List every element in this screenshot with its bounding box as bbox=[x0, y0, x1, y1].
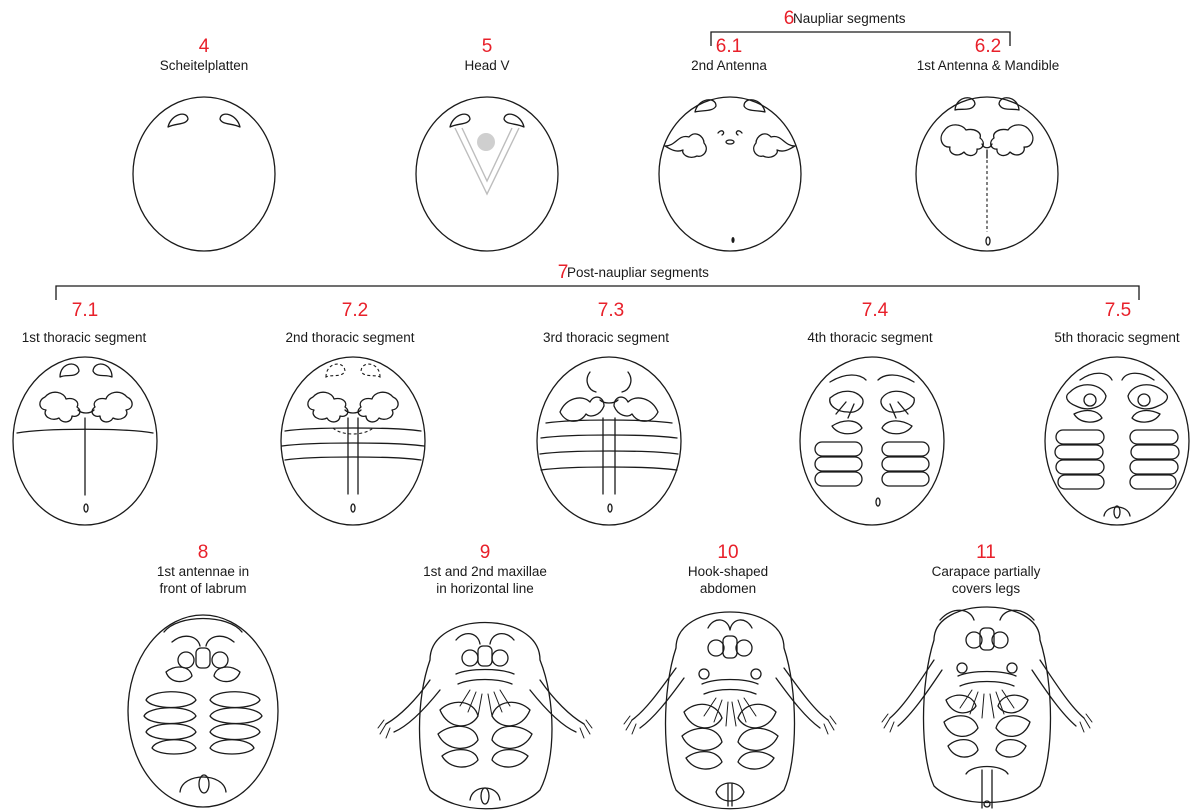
stage-4-number: 4 bbox=[199, 36, 210, 57]
stage-7-1-number: 7.1 bbox=[72, 300, 98, 321]
postnaupliar-bracket: 7 Post-naupliar segments bbox=[56, 262, 1139, 300]
postnaupliar-bracket-label: Post-naupliar segments bbox=[567, 265, 709, 280]
embryo-stage-10 bbox=[624, 612, 836, 809]
stage-5-label: Head V bbox=[464, 58, 509, 73]
stage-10-number: 10 bbox=[717, 542, 738, 563]
embryo-stage-6-1 bbox=[659, 97, 801, 251]
stage-6-1-label: 2nd Antenna bbox=[691, 58, 767, 73]
stage-7-5-number: 7.5 bbox=[1105, 300, 1131, 321]
embryo-stage-5 bbox=[416, 97, 558, 251]
stage-7-4-label: 4th thoracic segment bbox=[807, 330, 933, 345]
embryo-stage-7-2 bbox=[281, 357, 425, 525]
stage-7-1-label: 1st thoracic segment bbox=[22, 330, 147, 345]
stage-7-4-number: 7.4 bbox=[862, 300, 889, 321]
stage-11-label-line1: Carapace partially bbox=[932, 564, 1041, 579]
stage-labels: 4 Scheitelplatten 5 Head V 6.1 2nd Anten… bbox=[22, 36, 1180, 596]
stage-6-2-number: 6.2 bbox=[975, 36, 1001, 57]
embryo-stage-7-3 bbox=[537, 357, 681, 525]
stage-4-label: Scheitelplatten bbox=[160, 58, 249, 73]
stage-8-label-line2: front of labrum bbox=[159, 581, 246, 596]
stage-6-1-number: 6.1 bbox=[716, 36, 742, 57]
stage-5-number: 5 bbox=[482, 36, 493, 57]
embryo-stage-6-2 bbox=[916, 97, 1058, 251]
stage-8-label-line1: 1st antennae in bbox=[157, 564, 249, 579]
stage-7-3-number: 7.3 bbox=[598, 300, 624, 321]
stage-7-2-label: 2nd thoracic segment bbox=[285, 330, 414, 345]
stage-7-2-number: 7.2 bbox=[342, 300, 368, 321]
stage-9-label-line1: 1st and 2nd maxillae bbox=[423, 564, 547, 579]
embryo-stage-8 bbox=[128, 615, 278, 807]
head-v-dot bbox=[477, 133, 495, 151]
stage-10-label-line2: abdomen bbox=[700, 581, 756, 596]
embryo-stage-9 bbox=[378, 623, 592, 809]
stage-11-label-line2: covers legs bbox=[952, 581, 1021, 596]
stage-8-number: 8 bbox=[198, 542, 209, 563]
embryo-stage-7-1 bbox=[13, 357, 157, 525]
stage-11-number: 11 bbox=[976, 542, 996, 563]
naupliar-bracket: 6 Naupliar segments bbox=[711, 8, 1010, 46]
naupliar-bracket-label: Naupliar segments bbox=[793, 11, 906, 26]
stage-9-number: 9 bbox=[480, 542, 491, 563]
embryo-stage-7-4 bbox=[800, 357, 944, 525]
stage-9-label-line2: in horizontal line bbox=[436, 581, 534, 596]
embryo-stage-11 bbox=[882, 607, 1092, 808]
stage-6-2-label: 1st Antenna & Mandible bbox=[917, 58, 1060, 73]
stage-7-5-label: 5th thoracic segment bbox=[1054, 330, 1180, 345]
embryo-stage-7-5 bbox=[1045, 357, 1189, 525]
stage-7-3-label: 3rd thoracic segment bbox=[543, 330, 669, 345]
stage-10-label-line1: Hook-shaped bbox=[688, 564, 768, 579]
embryo-stage-4 bbox=[133, 97, 275, 251]
